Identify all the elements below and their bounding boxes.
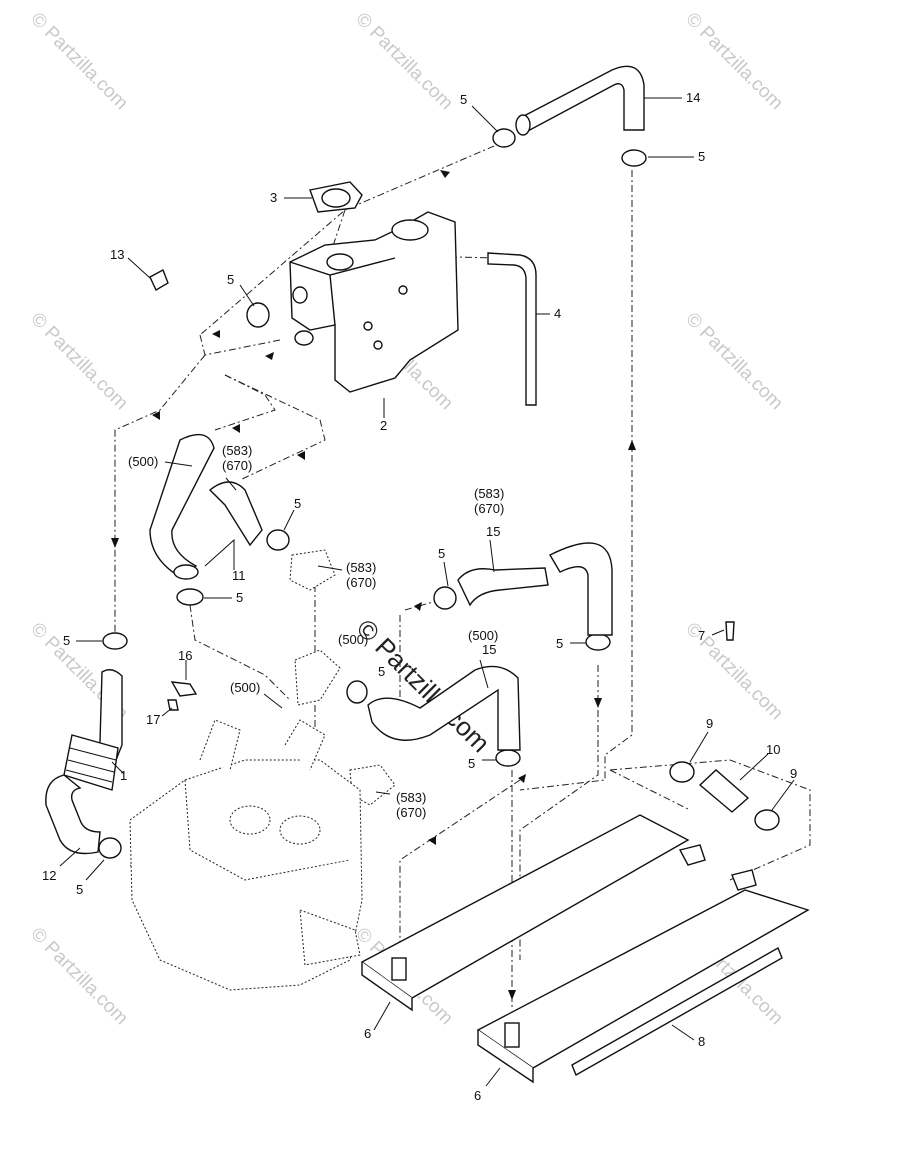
callout-5: 5	[378, 664, 385, 679]
hose-15	[367, 542, 613, 751]
callout-14: 14	[686, 90, 700, 105]
callout-5: 5	[468, 756, 475, 771]
hose-clamp	[754, 809, 780, 831]
flow-arrow	[111, 538, 119, 548]
hose-clamp	[346, 680, 368, 704]
callout-13: 13	[110, 247, 124, 262]
model-note: (500)	[468, 628, 498, 643]
flow-arrow	[428, 836, 436, 845]
callout-3: 3	[270, 190, 277, 205]
overflow-hose-4	[487, 252, 537, 406]
flow-arrow	[414, 602, 422, 611]
rail-8	[571, 946, 783, 1077]
callout-5: 5	[227, 272, 234, 287]
callout-5: 5	[63, 633, 70, 648]
radiator-6	[360, 814, 810, 1084]
flow-arrows	[111, 170, 636, 1000]
hose-clamp	[669, 761, 695, 783]
watermark: © Partzilla.com	[351, 9, 456, 114]
callout-4: 4	[554, 306, 561, 321]
callout-6: 6	[364, 1026, 371, 1041]
hose-clamp	[246, 302, 270, 328]
flow-arrow	[297, 451, 305, 460]
hose-clamp	[176, 588, 204, 606]
flow-arrow	[265, 352, 274, 360]
model-note: (500)	[230, 680, 260, 695]
callout-12: 12	[42, 868, 56, 883]
pressure-cap-3	[309, 181, 363, 213]
callout-5: 5	[76, 882, 83, 897]
callout-15: 15	[482, 642, 496, 657]
hose-clamp	[266, 529, 290, 551]
model-note: (583)	[222, 443, 252, 458]
flow-arrow	[508, 990, 516, 1000]
flow-lines	[114, 139, 811, 1010]
flow-arrow	[628, 440, 636, 450]
callout-5: 5	[294, 496, 301, 511]
model-note: (670)	[346, 575, 376, 590]
model-note: (670)	[222, 458, 252, 473]
callout-2: 2	[380, 418, 387, 433]
hose-clamp	[102, 632, 128, 650]
temperature-sensor-16	[167, 681, 198, 711]
model-note: (583)	[474, 486, 504, 501]
model-note: (583)	[346, 560, 376, 575]
flow-arrow	[212, 330, 220, 338]
hose-clamps	[98, 128, 780, 859]
hose-clamp	[585, 633, 611, 651]
coolant-tank-2	[289, 211, 459, 393]
callout-17: 17	[146, 712, 160, 727]
callout-10: 10	[766, 742, 780, 757]
watermark: © Partzilla.com	[26, 924, 131, 1029]
watermark: © Partzilla.com	[681, 309, 786, 414]
callout-6: 6	[474, 1088, 481, 1103]
callout-16: 16	[178, 648, 192, 663]
model-note: (500)	[338, 632, 368, 647]
hose-clamp	[492, 128, 516, 148]
screw-7	[725, 621, 735, 641]
model-note: (583)	[396, 790, 426, 805]
callout-5: 5	[236, 590, 243, 605]
hose-clamp	[495, 749, 521, 767]
hose-clamp	[433, 586, 457, 610]
callout-8: 8	[698, 1034, 705, 1049]
flow-arrow	[232, 424, 240, 433]
model-note: (500)	[128, 454, 158, 469]
callout-15: 15	[486, 524, 500, 539]
hose-clamp	[98, 837, 122, 859]
upper-hose-14	[515, 65, 645, 136]
leader-lines	[59, 97, 795, 1087]
callout-5: 5	[698, 149, 705, 164]
callout-5: 5	[556, 636, 563, 651]
flow-arrow	[518, 774, 526, 783]
callout-5: 5	[438, 546, 445, 561]
engine-block	[129, 719, 363, 991]
hose-11	[149, 433, 263, 580]
callout-7: 7	[698, 628, 705, 643]
connector-tube-10	[698, 769, 750, 813]
watermark: © Partzilla.com	[26, 9, 131, 114]
callout-labels: 5 14 5 3 13 5 4 2 (500) (583) (670) 5 11…	[42, 90, 797, 1103]
flow-arrow	[440, 170, 450, 178]
callout-11: 11	[232, 568, 246, 583]
bellows-hose-1	[63, 669, 123, 791]
flow-arrow	[594, 698, 602, 708]
callout-9: 9	[706, 716, 713, 731]
model-note: (670)	[474, 501, 504, 516]
callout-5: 5	[460, 92, 467, 107]
flow-arrow	[152, 411, 160, 420]
hose-clamp	[621, 149, 647, 167]
thermostat-housings	[289, 549, 396, 806]
watermark: © Partzilla.com	[26, 309, 131, 414]
callout-9: 9	[790, 766, 797, 781]
model-note: (670)	[396, 805, 426, 820]
hose-12	[45, 774, 101, 855]
bumper-13	[149, 269, 169, 291]
callout-1: 1	[120, 768, 127, 783]
